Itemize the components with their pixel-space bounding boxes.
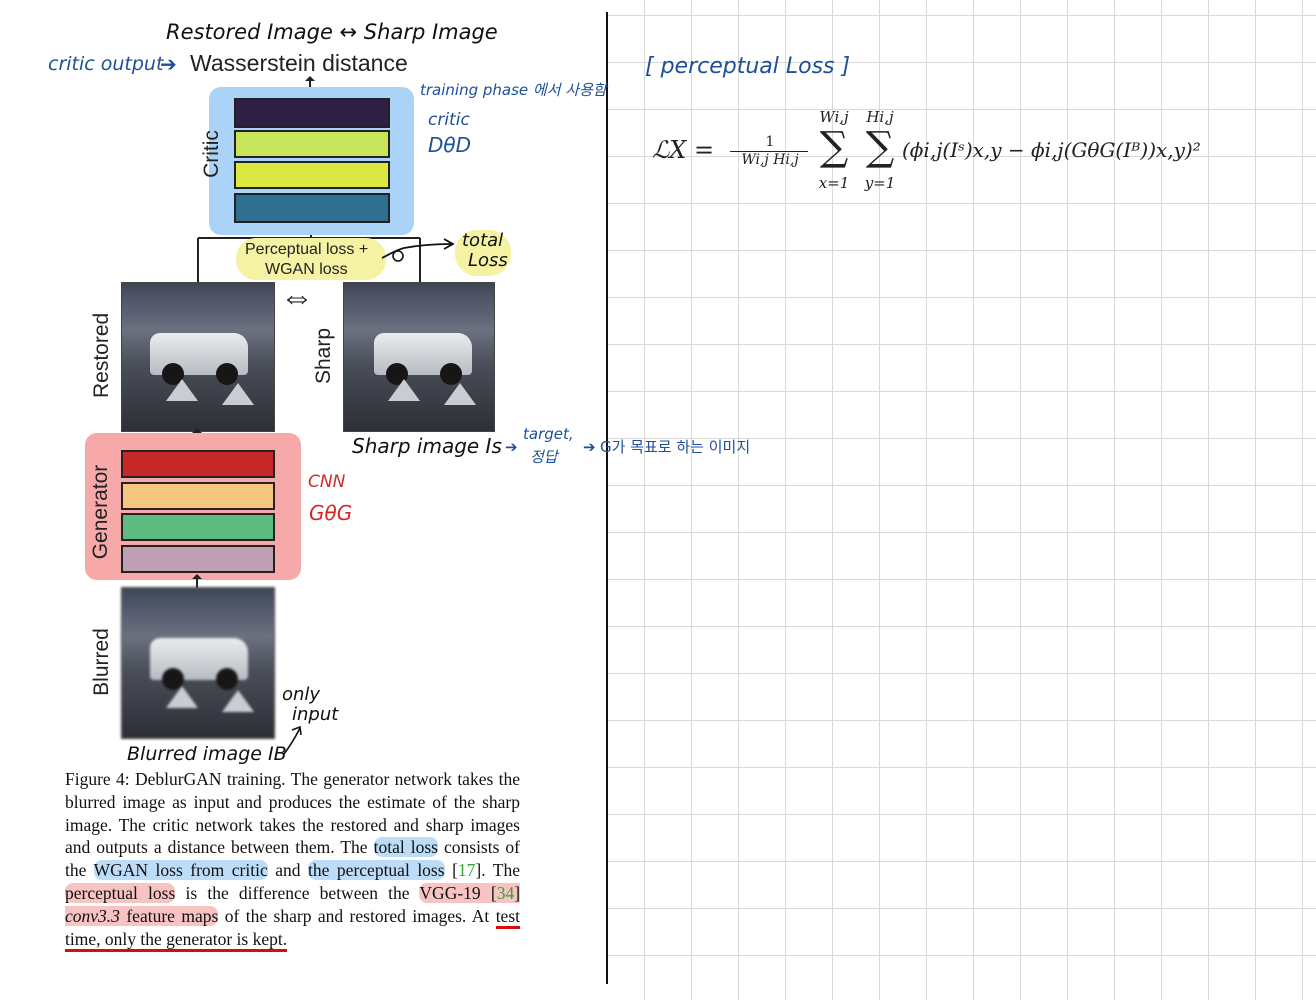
caption-perceptual-loss: the perceptual loss (308, 860, 445, 881)
caption-vgg-text: feature maps (119, 905, 219, 926)
caption-text: ]. The (475, 860, 521, 881)
critic-symbol-note: DθD (428, 133, 472, 157)
wasserstein-distance-label: Wasserstein distance (190, 50, 408, 76)
caption-underlined: test time, only the generator is kept. (65, 905, 520, 952)
caption-conv: conv3.3 (65, 905, 120, 926)
compare-arrow-icon: ⇔ (280, 278, 314, 316)
restored-image (121, 282, 275, 432)
generator-input-arrow (192, 574, 202, 588)
loss-label-line2: WGAN loss (265, 261, 348, 278)
loss-label-line1: Perceptual loss + (245, 241, 369, 258)
caption-vgg-text: VGG-19 [ (419, 882, 497, 903)
caption-ref-17[interactable]: 17 (457, 860, 476, 881)
generator-layer-2 (121, 482, 275, 510)
sum1-sigma-icon: ∑ (819, 124, 849, 170)
sum2-sigma-icon: ∑ (865, 124, 895, 170)
caption-text: [ (444, 860, 458, 881)
g-goal-note: G가 목표로 하는 이미지 (600, 438, 751, 456)
caption-text: consists of the (65, 837, 521, 881)
only-input-note-2: input (292, 704, 339, 725)
sharp-image-note: Sharp image Is (352, 434, 502, 458)
formula-numerator: 1 (765, 134, 775, 150)
total-loss-highlight (455, 230, 511, 276)
blurred-image (121, 587, 275, 739)
arrow-icon-2: ➔ (505, 438, 518, 456)
total-loss-note-2: Loss (468, 250, 508, 271)
critic-output-note: critic output (48, 53, 164, 75)
critic-note: critic (428, 110, 470, 130)
critic-layer-3 (234, 161, 390, 189)
caption-wgan-loss: WGAN loss from critic (93, 860, 268, 881)
only-input-arrow (283, 725, 302, 755)
critic-label: Critic (200, 130, 223, 178)
caption-intro: Figure 4: DeblurGAN training. The genera… (65, 769, 520, 858)
generator-layer-4 (121, 545, 275, 573)
critic-layer-4 (234, 193, 390, 223)
page-divider (606, 12, 608, 984)
blurred-label: Blurred (90, 628, 113, 696)
cnn-note: CNN (308, 472, 346, 492)
formula-fraction-bar (730, 151, 808, 152)
critic-layer-2 (234, 130, 390, 158)
training-phase-note: training phase 에서 사용함 (420, 81, 607, 99)
caption-text: of the sharp and restored images. At (218, 905, 496, 926)
sharp-label: Sharp (312, 327, 335, 385)
generator-layer-3 (121, 513, 275, 541)
total-loss-note-1: total (462, 230, 504, 251)
restored-label: Restored (90, 312, 113, 398)
perceptual-loss-title: [ perceptual Loss ] (645, 54, 851, 79)
target-note: target, (523, 425, 574, 443)
caption-ref-34[interactable]: 34 (496, 882, 515, 903)
formula-denominator: Wi,j Hi,j (741, 152, 799, 168)
arrow-icon: ➔ (160, 52, 177, 76)
loss-highlight (236, 238, 386, 280)
title-restored-sharp: Restored Image ↔ Sharp Image (166, 20, 498, 44)
sum1-upper: Wi,j (819, 108, 849, 126)
perceptual-loss-formula: ℒX = 1 Wi,j Hi,j Wi,j ∑ x=1 Hi,j ∑ y=1 (… (650, 100, 1280, 200)
caption-text: is the difference between the (175, 882, 420, 903)
sharp-image (343, 282, 495, 432)
formula-lhs: ℒX = (652, 136, 715, 164)
caption-total-loss: total loss (373, 837, 438, 858)
blurred-image-note: Blurred image IB (127, 743, 287, 765)
total-loss-arrow (381, 238, 455, 262)
generator-symbol-note: GθG (309, 501, 353, 525)
sum2-upper: Hi,j (866, 108, 894, 126)
only-input-note-1: only (282, 684, 321, 705)
caption-vgg-text: ] (514, 882, 521, 903)
figure-caption: Figure 4: DeblurGAN training. The genera… (65, 768, 521, 952)
formula-body: (ϕi,j(Iˢ)x,y − ϕi,j(GθG(Iᴮ))x,y)² (902, 138, 1201, 162)
critic-layer-1 (234, 98, 390, 128)
sum1-lower: x=1 (818, 174, 850, 192)
generator-label: Generator (89, 464, 112, 560)
caption-text: and (267, 860, 309, 881)
generator-layer-1 (121, 450, 275, 478)
arrow-icon-3: ➔ (583, 438, 596, 456)
caption-perceptual-loss-2: perceptual loss (65, 882, 176, 903)
sum2-lower: y=1 (864, 174, 896, 192)
target-note-2: 정답 (530, 448, 558, 466)
